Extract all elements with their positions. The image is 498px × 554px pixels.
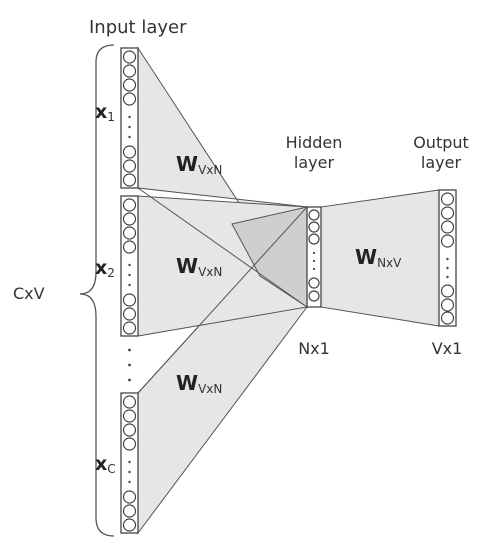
curly-brace-icon (79, 44, 115, 537)
output-layer-label-line1: Output (413, 133, 469, 152)
input-vector-xc (120, 392, 139, 534)
output-layer-label-line2: layer (421, 153, 462, 172)
output-layer-vector (438, 189, 457, 327)
input-layer-label: Input layer (89, 17, 187, 38)
cross-line-1 (137, 187, 308, 308)
input-vector-x1 (120, 47, 139, 189)
vx1-label: Vx1 (432, 339, 463, 358)
hidden-layer-vector (306, 206, 322, 308)
vertical-ellipsis-icon (128, 348, 131, 382)
hidden-layer-label-line2: layer (294, 153, 335, 172)
weight-label-xc: WVxN (176, 371, 222, 396)
input-symbol-x1: x1 (95, 101, 115, 124)
input-symbol-x2: x2 (95, 257, 115, 280)
hidden-layer-label-line1: Hidden (286, 133, 343, 152)
input-vector-x2 (120, 195, 139, 337)
input-symbol-xc: xC (95, 453, 116, 476)
cxv-label: CxV (13, 284, 45, 303)
nx1-label: Nx1 (298, 339, 330, 358)
cross-line-2 (137, 206, 308, 394)
weight-label-hidden-output: WNxV (355, 245, 402, 270)
weight-label-x1: WVxN (176, 152, 222, 177)
weight-label-x2: WVxN (176, 254, 222, 279)
